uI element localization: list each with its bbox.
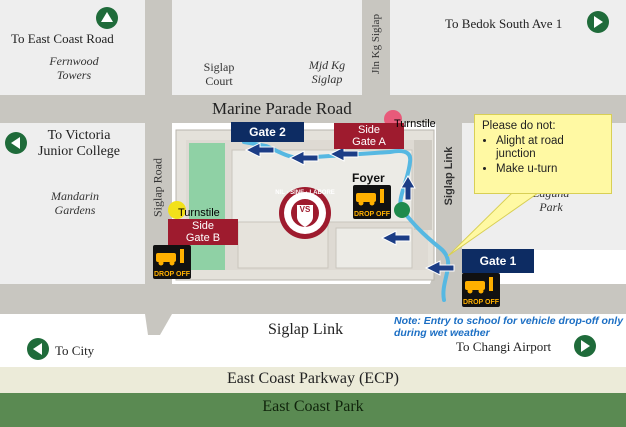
drop-off-sign: DROP OFF (462, 273, 500, 307)
jln-kg-siglap-road (362, 0, 390, 123)
side-gate-b: Side Gate B (168, 219, 238, 245)
notice-box: Please do not: Alight at road junction M… (474, 114, 612, 194)
side-gate-b-line1: Side (191, 220, 215, 232)
arrow-left-1 (380, 230, 411, 246)
arrow-left-3 (288, 150, 319, 166)
gate-1: Gate 1 (462, 249, 534, 273)
crest-initials: VS (299, 205, 311, 214)
notice-item: Alight at road junction (496, 135, 605, 161)
car-icon (356, 189, 384, 206)
drop-off-sign: DROP OFF (353, 185, 391, 219)
left-arrow-icon (5, 132, 27, 154)
road-east-coast-park: East Coast Park (262, 398, 364, 415)
park-band (0, 393, 626, 427)
turnstile-top-label: Turnstile (394, 118, 436, 130)
car-icon (465, 277, 493, 294)
school-crest (279, 187, 331, 239)
notice-title: Please do not: (482, 120, 556, 132)
nav-bedok-south: To Bedok South Ave 1 (445, 16, 563, 31)
notice-item: Make u-turn (496, 163, 605, 176)
up-arrow-icon (96, 7, 118, 29)
crest-motto: NIL · SINE · LABORE (275, 190, 335, 196)
right-arrow-icon (574, 335, 596, 357)
nav-east-coast-road: To East Coast Road (11, 31, 114, 46)
drop-off-sign: DROP OFF (153, 245, 191, 279)
ecp-band (0, 367, 626, 393)
field (189, 143, 225, 270)
turnstile-left-icon (168, 201, 186, 219)
nav-victoria-junior: To Victoria Junior College (37, 128, 121, 159)
arrow-left-4 (244, 142, 275, 158)
side-gate-b-line2: Gate B (185, 232, 221, 244)
foyer-label: Foyer (352, 171, 385, 185)
turnstile-left-label: Turnstile (178, 207, 220, 219)
wet-weather-note: Note: Entry to school for vehicle drop-o… (394, 315, 624, 339)
drop-off-label: DROP OFF (153, 271, 191, 278)
side-gate-a: Side Gate A (334, 123, 404, 149)
drop-off-label: DROP OFF (353, 211, 391, 218)
nav-changi: To Changi Airport (456, 339, 552, 354)
road-ecp: East Coast Parkway (ECP) (227, 370, 399, 387)
right-arrow-icon (587, 11, 609, 33)
place-fernwood: Fernwood Towers (49, 54, 99, 82)
road-siglap-link: Siglap Link (268, 321, 344, 338)
place-mjd-kg-siglap: Mjd Kg Siglap (308, 58, 346, 86)
drop-off-label: DROP OFF (462, 299, 500, 306)
road-siglap-road: Siglap Road (150, 158, 165, 217)
car-icon (156, 249, 184, 266)
siglap-link-road (0, 284, 626, 314)
place-mandarin: Mandarin Gardens (51, 189, 99, 217)
place-siglap-court: Siglap Court (203, 60, 235, 88)
side-gate-a-line2: Gate A (352, 136, 386, 148)
side-gate-a-line1: Side (357, 124, 381, 136)
nav-city: To City (55, 343, 95, 358)
arrow-left-gate1 (424, 260, 455, 276)
road-siglap-link-vertical: Siglap Link (443, 146, 455, 206)
road-marine-parade: Marine Parade Road (212, 99, 352, 118)
foyer-marker (394, 202, 410, 218)
arrow-up-foyer (400, 175, 416, 201)
road-jln-kg-siglap: Jln Kg Siglap (370, 14, 382, 74)
left-arrow-icon (27, 338, 49, 360)
gate-2: Gate 2 (231, 122, 304, 142)
